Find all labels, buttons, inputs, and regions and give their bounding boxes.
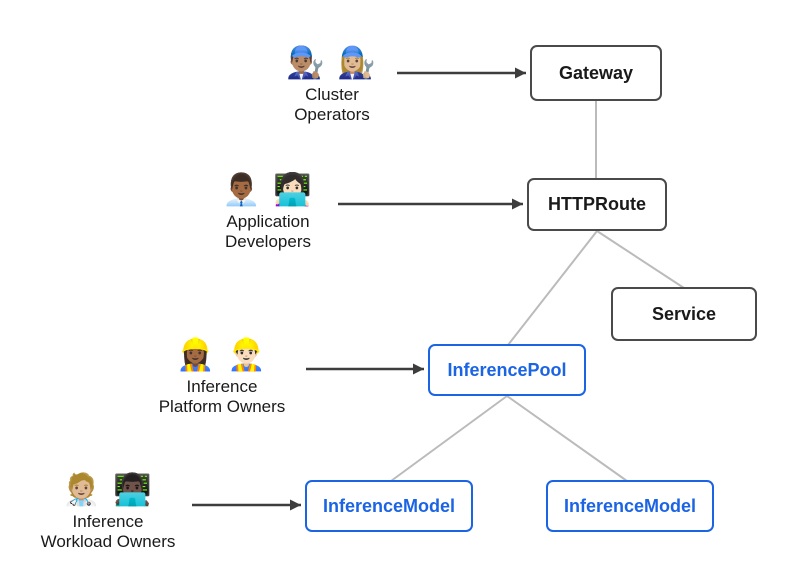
node-gateway: Gateway: [530, 45, 662, 101]
node-httproute: HTTPRoute: [527, 178, 667, 231]
persona-cluster-operators: 👨🏽‍🔧 👩🏼‍🔧 Cluster Operators: [247, 41, 417, 125]
persona-label: Operators: [294, 105, 370, 124]
persona-label: Platform Owners: [158, 397, 286, 416]
application-developers-icon: 👨🏾‍💼 👩🏻‍💻: [222, 172, 314, 207]
cluster-operators-icon: 👨🏽‍🔧 👩🏼‍🔧: [286, 45, 378, 80]
connector-inferencepool-inferencemodel-right: [506, 395, 628, 482]
persona-label: Cluster: [305, 85, 359, 104]
persona-label: Inference: [72, 512, 144, 531]
node-inferencemodel-left: InferenceModel: [305, 480, 473, 532]
persona-label: Workload Owners: [40, 532, 176, 551]
node-service: Service: [611, 287, 757, 341]
persona-label: Developers: [225, 232, 311, 251]
inference-platform-owners-icon: 👷🏾‍♀️ 👷🏻‍♂️: [176, 337, 268, 372]
persona-inference-workload-owners: 🧑🏼‍⚕️ 👨🏿‍💻 Inference Workload Owners: [13, 468, 203, 552]
connector-inferencepool-inferencemodel-left: [390, 395, 508, 482]
node-inferencemodel-right: InferenceModel: [546, 480, 714, 532]
connector-httproute-inferencepool: [507, 230, 598, 346]
persona-application-developers: 👨🏾‍💼 👩🏻‍💻 Application Developers: [183, 168, 353, 252]
inference-workload-owners-icon: 🧑🏼‍⚕️ 👨🏿‍💻: [62, 472, 154, 507]
node-inferencepool: InferencePool: [428, 344, 586, 396]
persona-inference-platform-owners: 👷🏾‍♀️ 👷🏻‍♂️ Inference Platform Owners: [127, 333, 317, 417]
persona-label: Inference: [186, 377, 258, 396]
persona-label: Application: [226, 212, 310, 231]
connector-httproute-service: [596, 230, 685, 289]
